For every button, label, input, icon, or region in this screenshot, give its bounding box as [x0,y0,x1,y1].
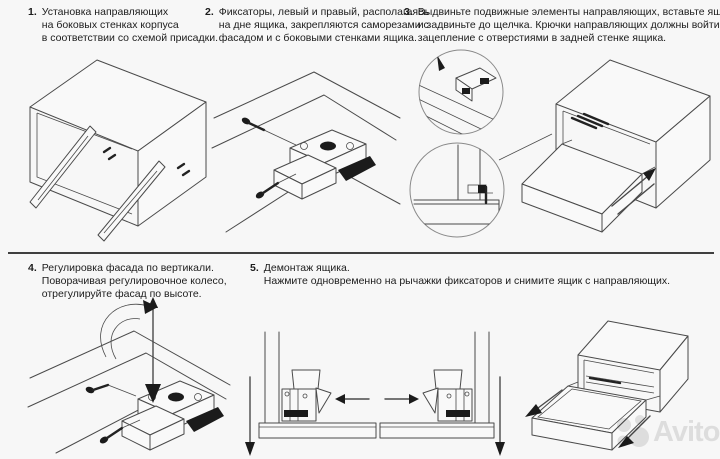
step-line: в соответствии со схемой присадки. [41,32,218,44]
step-number: 4. [28,262,37,274]
step-1-text: 1. Установка направляющих на боковых сте… [28,6,218,45]
avito-wordmark: Avito [653,415,720,448]
step-2-text: 2. Фиксаторы, левый и правый, располагая… [205,6,429,45]
step-3-text: 3. Выдвиньте подвижные элементы направля… [404,6,720,45]
step-line: Выдвиньте подвижные элементы направляющи… [417,6,720,18]
step-4-text: 4. Регулировка фасада по вертикали. Пово… [28,262,227,301]
step-line: на дне ящика, закрепляются саморезами с [218,19,429,31]
step-line: Установка направляющих [41,6,169,18]
avito-logo-icon [617,415,649,447]
step-line: Регулировка фасада по вертикали. [41,262,214,274]
step-line: отрегулируйте фасад по высоте. [41,288,202,300]
section-divider [8,252,714,254]
step-line: Демонтаж ящика. [263,262,350,274]
step-line: зацепление с отверстиями в задней стенке… [417,32,667,44]
step-line: Поворачивая регулировочное колесо, [41,275,227,287]
step-number: 1. [28,6,37,18]
step-number: 5. [250,262,259,274]
step-line: Нажмите одновременно на рычажки фиксатор… [263,275,671,287]
step-number: 3. [404,6,413,18]
step-line: и задвиньте до щелчка. Крючки направляющ… [417,19,720,31]
step-5-text: 5. Демонтаж ящика. Нажмите одновременно … [250,262,670,288]
step3-insert-drawer-illustration [521,59,711,233]
step3-detail-circles-illustration [409,49,553,238]
step-line: на боковых стенках корпуса [41,19,179,31]
step5-remove-drawer-illustration [525,320,689,451]
step-line: Фиксаторы, левый и правый, располагаясь [218,6,429,18]
step2-fixator-screws-illustration [211,71,401,233]
step-number: 2. [205,6,214,18]
step-line: фасадом и с боковыми стенками ящика. [218,32,417,44]
step4-adjustment-illustration [27,297,231,454]
step5-release-levers-illustration [245,331,505,456]
watermark: Avito [616,414,720,450]
step1-cabinet-rails-illustration [29,59,207,242]
